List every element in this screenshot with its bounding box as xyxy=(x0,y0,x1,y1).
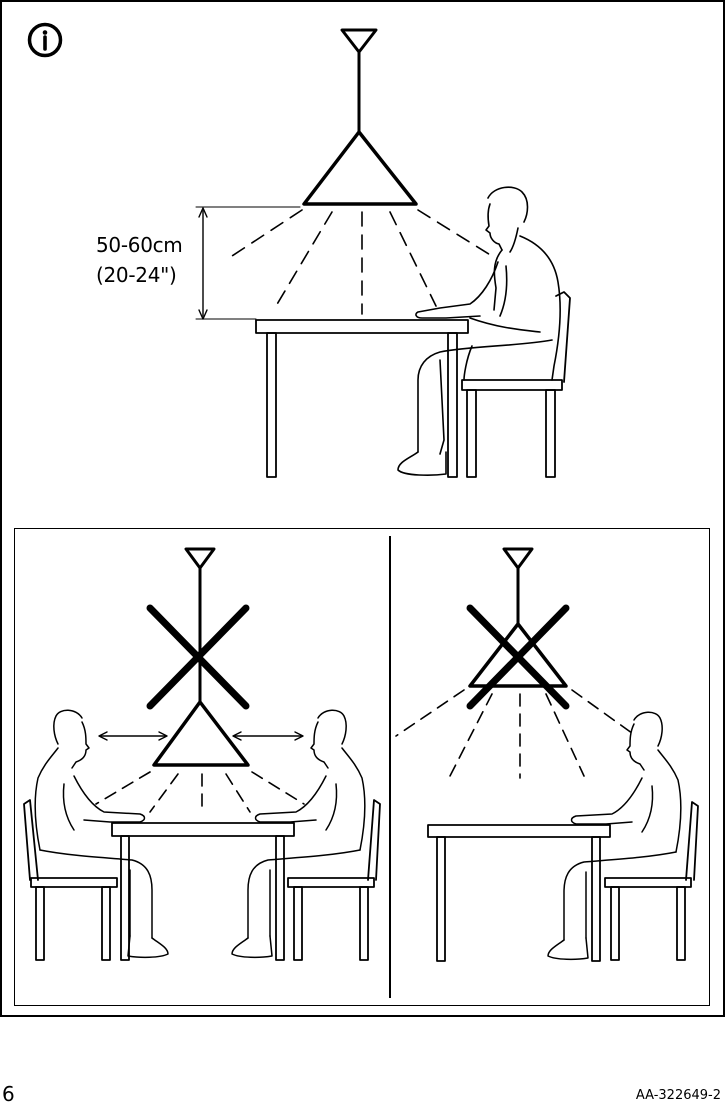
page-number: 6 xyxy=(2,1082,15,1106)
document-code: AA-322649-2 xyxy=(636,1088,721,1103)
